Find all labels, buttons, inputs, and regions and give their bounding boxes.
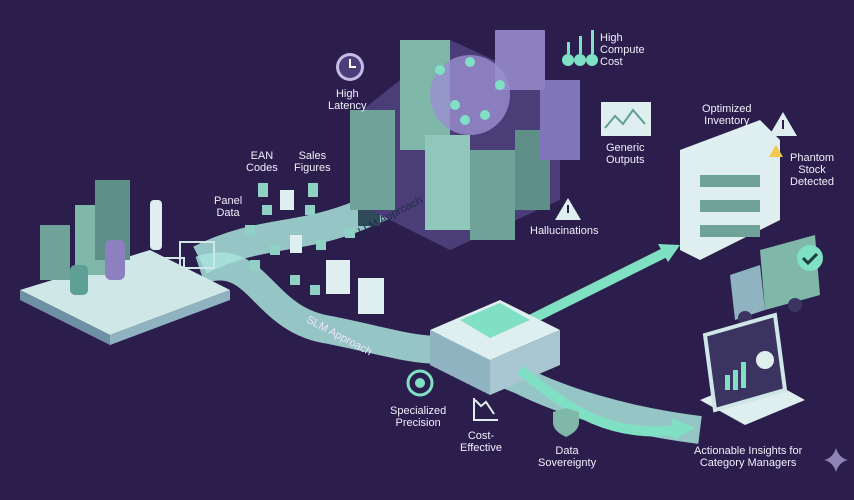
label-phantom-stock: Phantom Stock Detected — [790, 152, 835, 188]
label-sales-figures: Sales Figures — [294, 150, 331, 174]
inventory-shelf — [680, 120, 780, 260]
label-optimized-inventory: Optimized Inventory — [702, 103, 752, 127]
slm-flow-path — [195, 252, 702, 444]
label-high-latency: High Latency — [328, 88, 367, 112]
llm-data-center — [350, 30, 580, 250]
shield-icon — [553, 408, 579, 437]
declining-chart-icon — [473, 398, 498, 421]
insights-monitor — [700, 312, 805, 425]
label-data-sovereignty: Data Sovereignty — [538, 445, 597, 469]
inventory-arrow — [527, 245, 673, 325]
chart-window-icon — [601, 102, 651, 136]
warning-icon — [769, 145, 783, 157]
dollar-arrows-icon — [562, 30, 598, 66]
delivery-truck — [730, 235, 823, 325]
label-specialized-precision: Specialized Precision — [390, 405, 447, 429]
insights-arrow — [516, 366, 681, 437]
label-cost-effective: Cost- Effective — [460, 430, 502, 454]
label-actionable-insights: Actionable Insights for Category Manager… — [694, 445, 803, 469]
target-icon — [406, 369, 434, 397]
retail-store-platform — [20, 180, 230, 345]
label-high-compute-cost: High Compute Cost — [600, 32, 645, 68]
label-hallucinations: Hallucinations — [530, 225, 599, 237]
label-generic-outputs: Generic Outputs — [606, 142, 645, 166]
warning-icon — [769, 112, 797, 136]
warning-icon — [555, 198, 581, 220]
label-panel-data: Panel Data — [214, 195, 243, 219]
sparkle-icon — [824, 448, 848, 472]
clock-icon — [336, 53, 364, 81]
llm-flow-path — [193, 171, 436, 274]
label-ean-codes: EAN Codes — [246, 150, 278, 174]
check-icon — [797, 245, 823, 271]
slm-device — [430, 300, 560, 395]
